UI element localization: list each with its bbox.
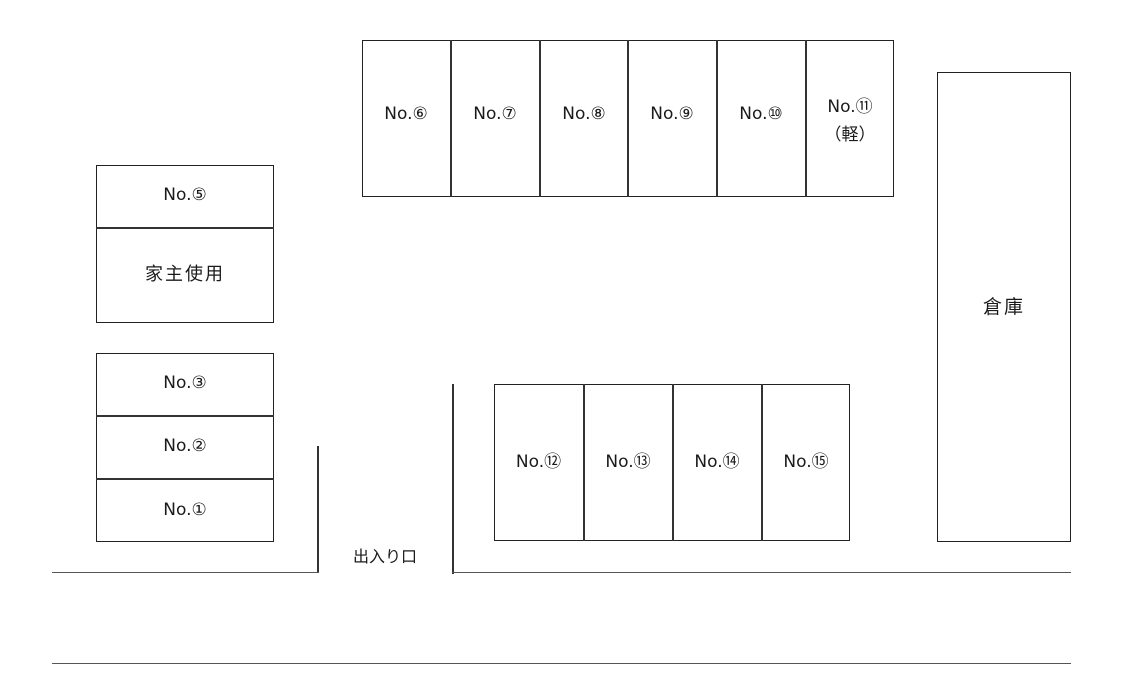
parking-space-7: No.⑦ — [451, 40, 539, 190]
parking-space-9-label: No.⑨ — [650, 104, 694, 125]
parking-space-15-label: No.⑮ — [783, 451, 829, 472]
entrance-label: 出入り口 — [352, 547, 417, 567]
divider-13-14 — [672, 384, 674, 541]
parking-space-5-label: No.⑤ — [163, 185, 207, 206]
road-far-edge — [52, 663, 1071, 665]
parking-space-6-label: No.⑥ — [384, 104, 428, 125]
parking-space-15: No.⑮ — [762, 384, 850, 541]
divider-12-13 — [583, 384, 585, 541]
divider-9-10 — [716, 40, 718, 197]
left-road-edge — [52, 572, 319, 574]
owner-divider — [96, 227, 274, 229]
parking-space-3: No.③ — [96, 353, 274, 415]
parking-space-13-label: No.⑬ — [605, 451, 651, 472]
warehouse-area: 倉庫 — [937, 72, 1071, 542]
parking-space-10: No.⑩ — [717, 40, 805, 190]
divider-14-15 — [761, 384, 763, 541]
left-lower-block — [96, 353, 274, 542]
right-boundary-vertical — [452, 384, 454, 574]
parking-space-11-label: No.⑪ — [827, 97, 873, 118]
parking-space-5: No.⑤ — [96, 165, 274, 227]
right-road-edge — [452, 572, 1071, 574]
parking-space-1-label: No.① — [163, 499, 207, 520]
divider-10-11 — [805, 40, 807, 197]
parking-space-11-note: （軽） — [824, 124, 876, 145]
parking-space-6: No.⑥ — [362, 40, 450, 190]
warehouse-block — [937, 72, 1071, 542]
parking-space-3-label: No.③ — [163, 373, 207, 394]
divider-8-9 — [627, 40, 629, 197]
divider-2-1 — [96, 478, 274, 480]
parking-space-12: No.⑫ — [494, 384, 583, 541]
parking-space-2-label: No.② — [163, 436, 207, 457]
parking-space-11: No.⑪ （軽） — [806, 40, 894, 197]
parking-space-10-label: No.⑩ — [739, 104, 783, 125]
owner-use-label: 家主使用 — [145, 264, 225, 286]
divider-3-2 — [96, 415, 274, 417]
parking-space-1: No.① — [96, 479, 274, 542]
parking-space-9: No.⑨ — [628, 40, 716, 190]
parking-space-13: No.⑬ — [584, 384, 672, 541]
entrance: 出入り口 — [330, 542, 440, 572]
divider-7-8 — [539, 40, 541, 197]
owner-use-area: 家主使用 — [96, 228, 274, 323]
parking-space-7-label: No.⑦ — [473, 104, 517, 125]
parking-space-2: No.② — [96, 416, 274, 478]
parking-space-14: No.⑭ — [673, 384, 761, 541]
left-boundary-vertical — [317, 446, 319, 573]
divider-6-7 — [450, 40, 452, 197]
parking-space-14-label: No.⑭ — [694, 451, 740, 472]
warehouse-label: 倉庫 — [982, 295, 1025, 318]
owner-block — [96, 165, 274, 323]
parking-space-8-label: No.⑧ — [562, 104, 606, 125]
parking-space-8: No.⑧ — [540, 40, 628, 190]
parking-space-12-label: No.⑫ — [515, 451, 562, 472]
